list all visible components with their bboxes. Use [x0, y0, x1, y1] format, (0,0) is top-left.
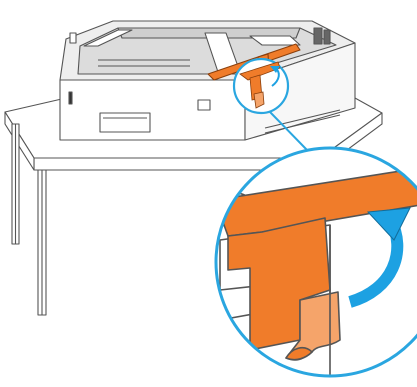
- tray-front: [60, 80, 245, 140]
- tray-indicator: [69, 92, 72, 104]
- callout-circle: [234, 59, 288, 113]
- zoom-detail: [215, 148, 417, 376]
- tray-label-slot: [198, 100, 210, 110]
- tray-latch-right: [314, 28, 322, 44]
- tray-latch-left: [70, 33, 76, 43]
- tray-handle: [100, 113, 150, 132]
- paper-tray: [60, 21, 355, 140]
